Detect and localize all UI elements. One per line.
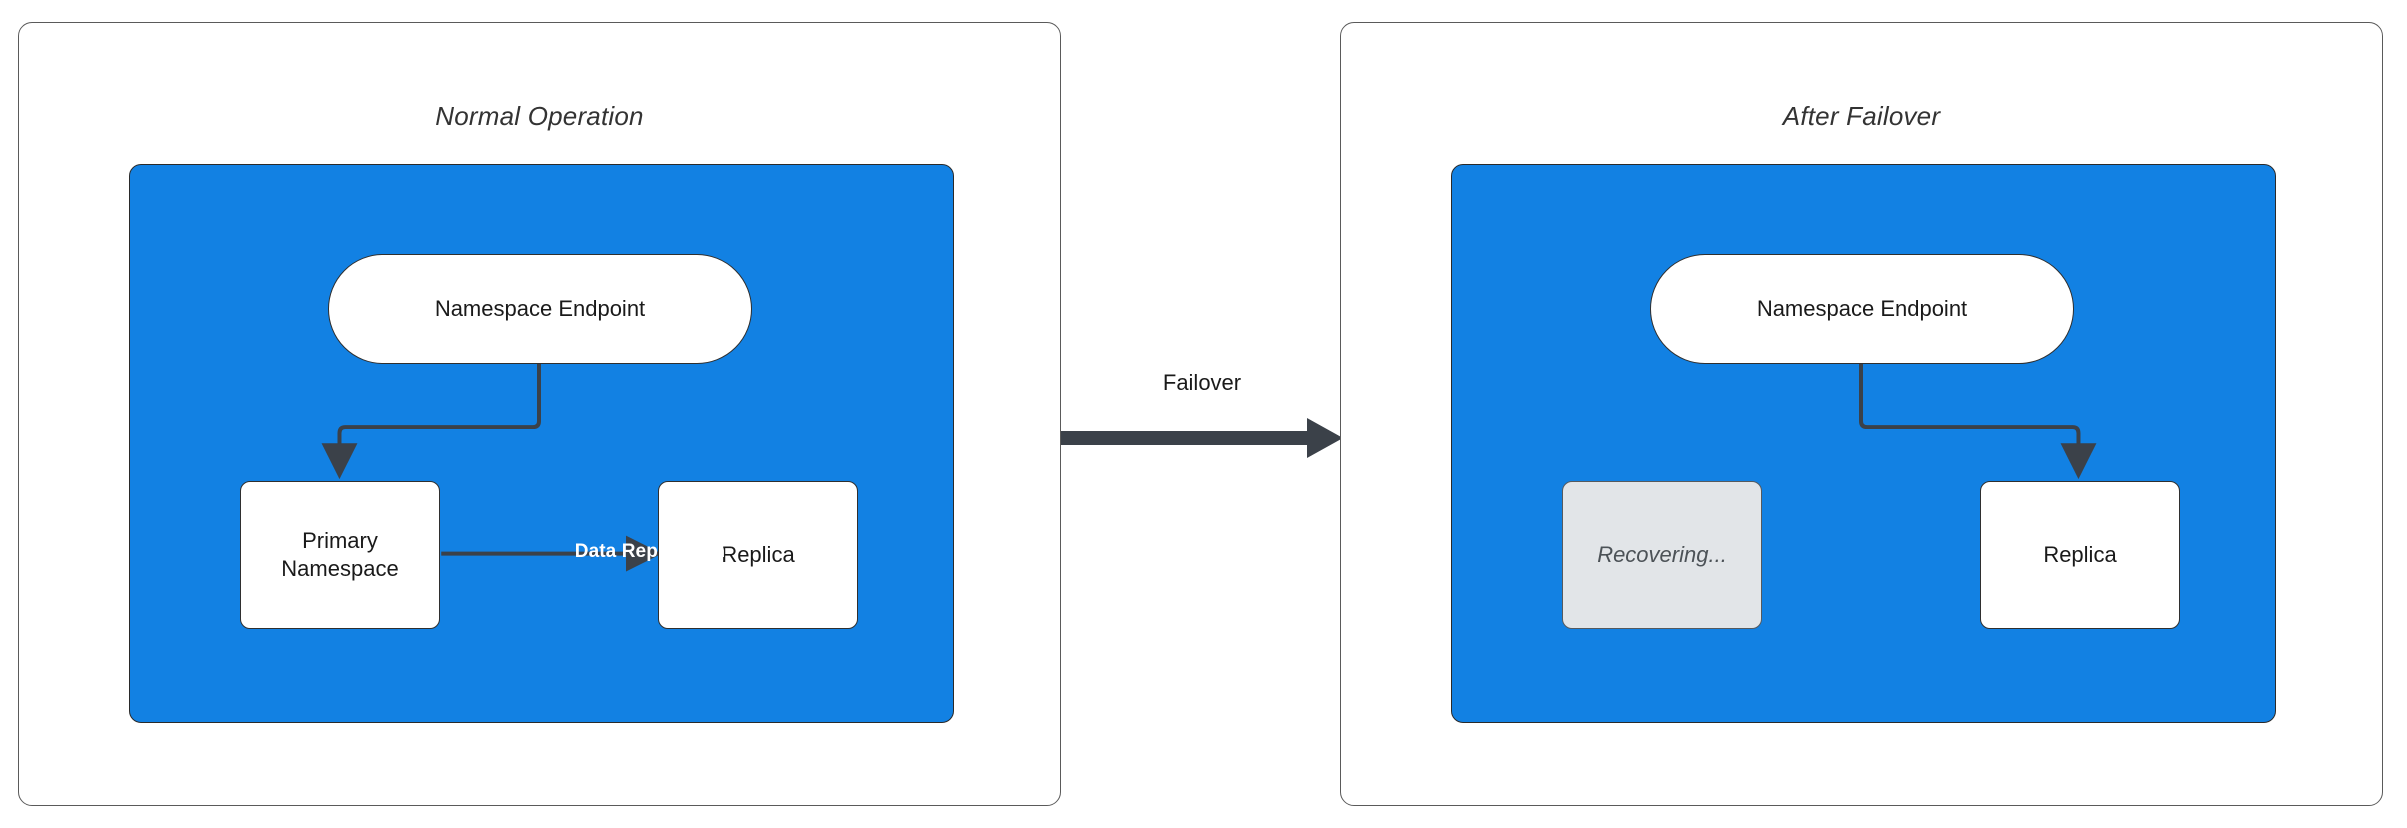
region-normal-operation: Namespace Endpoint Primary Namespace Rep… — [129, 164, 954, 723]
node-namespace-endpoint[interactable]: Namespace Endpoint — [1650, 254, 2074, 364]
panel-title-after-failover: After Failover — [1782, 101, 1941, 131]
edge-endpoint-to-replica — [1859, 363, 2097, 480]
failover-transition-label: Failover — [1162, 370, 1242, 395]
edge-endpoint-to-primary — [321, 363, 542, 480]
node-primary-namespace[interactable]: Primary Namespace — [240, 481, 440, 629]
panel-after-failover: After Failover Namespace Endpoint Recove… — [1340, 22, 2383, 806]
edge-label-data-replication: Data Replication — [574, 541, 726, 562]
node-replica[interactable]: Replica — [1980, 481, 2180, 629]
node-primary-namespace-line2: Namespace — [281, 556, 399, 581]
edge-layer-left — [321, 363, 662, 572]
region-after-failover: Namespace Endpoint Recovering... Replica — [1451, 164, 2276, 723]
panel-normal-operation: Normal Operation Namespace Endpoint — [18, 22, 1061, 806]
failover-transition-arrow — [1061, 418, 1343, 458]
node-namespace-endpoint[interactable]: Namespace Endpoint — [328, 254, 752, 364]
node-primary-namespace-line1: Primary — [302, 527, 378, 553]
node-replica[interactable]: Replica — [658, 481, 858, 629]
node-recovering[interactable]: Recovering... — [1562, 481, 1762, 629]
panel-title-normal-operation: Normal Operation — [435, 101, 644, 131]
edge-layer-right — [1859, 363, 2097, 480]
